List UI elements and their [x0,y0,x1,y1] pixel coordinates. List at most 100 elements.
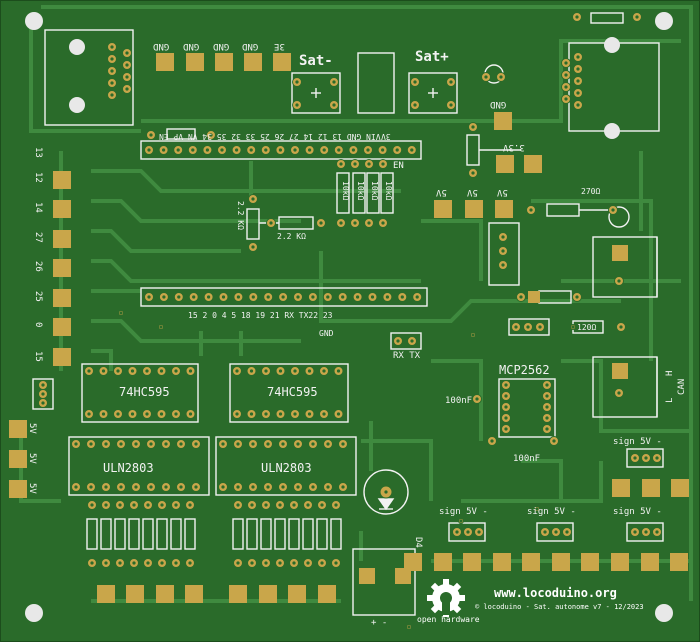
pin-hole [311,442,315,446]
v5-label-a: 5V [436,187,447,197]
sign-label-2: sign 5V - [439,507,488,517]
gnd-label-4: GND [242,41,259,51]
pin-hole [264,148,268,152]
gnd-label-2: GND [183,41,200,51]
pin-hole [611,208,615,212]
pin-hole [459,519,463,523]
pin-hole [311,295,315,299]
pin-hole [188,369,193,373]
pin-hole [149,133,153,137]
pin-hole [207,295,211,299]
pin-hole [101,369,106,373]
pin-hole [188,503,192,507]
pin-hole [235,369,239,373]
pin-hole [221,442,225,446]
pin-hole [221,485,225,489]
pin-hole [501,249,505,253]
pin-hole [519,295,523,299]
pin-hole [322,148,326,152]
pin-hole [564,85,568,89]
pin-hole [296,442,300,446]
pin-hole [367,162,371,166]
pin-hole [116,369,120,373]
pin-hole [220,148,224,152]
v5-label-b: 5V [467,187,478,197]
pin-hole [266,485,270,489]
pin-hole [326,485,330,489]
pin-hole [353,221,357,225]
pin-hole [179,485,183,489]
resistor-2k2-horizontal-label: 2.2 KΩ [277,232,306,241]
pin-hole [617,391,621,395]
pin-hole [119,442,123,446]
pin-hole [307,412,312,416]
v5-label-c: 5V [497,187,508,197]
pin-hole [159,325,163,329]
pin-hole [162,295,166,299]
pin-hole [535,507,539,511]
mcp2562-label: MCP2562 [499,363,550,377]
pin-hole [278,412,283,416]
sign-label-1: sign 5V - [613,437,662,447]
pin-hole [381,221,385,225]
pin-hole [281,485,285,489]
pin-hole [306,503,310,507]
en-label: EN [393,161,404,171]
shift-register-1-label: 74HC595 [119,385,170,399]
pin-hole [209,133,213,137]
pin-hole [644,530,648,534]
pin-hole [174,369,178,373]
pin-hole [504,405,508,409]
copper-traces [19,5,693,603]
pin-hole [278,503,282,507]
pin-hole [119,485,123,489]
pin-hole [296,295,300,299]
pin-hole [251,485,255,489]
gnd-right-label: GND [490,99,507,109]
pin-hole [281,295,285,299]
gnd-bottom-label: GND [319,329,334,338]
pin-hole [236,295,240,299]
gnd-label-1: GND [153,41,170,51]
pin-hole [174,412,178,416]
pin-hole [571,325,575,329]
pin-hole [320,503,324,507]
pin-hole [311,485,315,489]
pin-hole [149,485,153,489]
pin-hole [125,87,129,91]
pin-hole [41,392,45,396]
pin-hole [308,148,312,152]
pin-hole [110,81,114,85]
pin-hole [125,63,129,67]
pin-hole [477,530,481,534]
pin-hole [134,442,138,446]
pin-hole [119,311,123,315]
pin-hole [575,295,579,299]
pin-hole [490,439,494,443]
pin-hole [160,503,164,507]
pin-hole [366,148,370,152]
resistor-270-label: 270Ω [581,187,601,196]
resistor-10k-2-label: 10kΩ [356,181,365,201]
pin-hole [236,442,240,446]
pin-hole [332,80,336,84]
can-h-label: H [665,370,675,376]
pin-hole [332,103,336,107]
pin-hole [295,80,299,84]
power-polarity-label: + - [371,618,388,628]
pin-hole [410,339,414,343]
pin-hole [341,295,345,299]
left-pin-13: 13 [33,147,43,158]
pin-hole [395,148,399,152]
pin-hole [381,162,385,166]
pin-hole [87,369,91,373]
gnd-label-3: GND [213,41,230,51]
pin-hole [146,503,150,507]
pin-hole [306,561,310,565]
pin-hole [278,148,282,152]
pin-hole [415,295,419,299]
pin-hole [484,75,488,79]
pin-hole [337,148,341,152]
pin-hole [322,369,326,373]
pin-hole [160,561,164,565]
